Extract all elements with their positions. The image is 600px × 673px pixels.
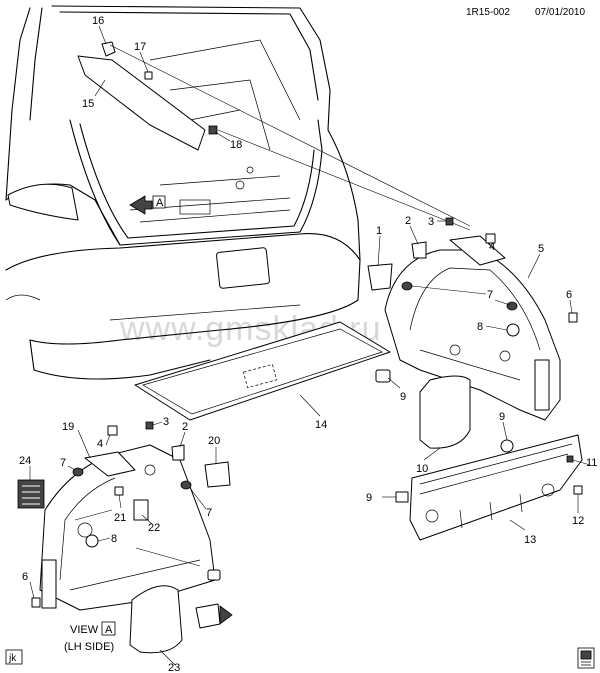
callout-12: 12 — [572, 515, 584, 527]
callout-9: 9 — [400, 391, 406, 403]
diagram-date: 07/01/2010 — [535, 7, 585, 18]
view-a-arrow: A — [129, 195, 166, 215]
part-1-bracket — [367, 263, 393, 291]
callout-22: 22 — [148, 522, 160, 534]
part-7-washer — [401, 281, 413, 291]
part-8-plug-b — [85, 534, 99, 548]
diagram-code: 1R15-002 — [466, 7, 510, 18]
part-15-trim — [77, 55, 206, 151]
callout-7: 7 — [487, 289, 493, 301]
part-7-washer — [506, 301, 518, 311]
callout-5: 5 — [538, 243, 544, 255]
leader-lines — [29, 25, 591, 666]
part-9-clip-d — [207, 569, 221, 581]
callout-1: 1 — [376, 225, 382, 237]
view-label-prefix: VIEW — [70, 624, 99, 636]
part-8-plug — [506, 323, 520, 337]
callout-4b: 4 — [97, 438, 103, 450]
part-23-access-door — [129, 585, 183, 654]
callout-9b: 9 — [499, 411, 505, 423]
right-side-panel — [384, 235, 561, 421]
part-12-clip — [573, 485, 583, 495]
part-4-fastener-b — [107, 425, 118, 436]
part-2-clip — [411, 241, 427, 259]
callout-10: 10 — [416, 463, 428, 475]
part-13-sill-plate — [409, 434, 583, 541]
part-24-vent — [17, 479, 45, 509]
callout-11: 11 — [586, 457, 597, 469]
part-6-screw-b — [31, 597, 41, 608]
callout-17: 17 — [134, 41, 146, 53]
callout-20: 20 — [208, 435, 220, 447]
part-20-bracket — [204, 461, 231, 488]
view-arrow-letter: A — [156, 197, 164, 209]
part-21-clip — [114, 486, 124, 496]
part-3-nut — [445, 217, 454, 226]
callout-2: 2 — [405, 215, 411, 227]
view-label-letter: A — [105, 624, 113, 636]
callout-7b: 7 — [60, 457, 66, 469]
callout-6: 6 — [566, 289, 572, 301]
callout-23: 23 — [168, 662, 180, 673]
callout-21: 21 — [114, 512, 126, 524]
part-18-retainer — [208, 125, 218, 135]
callouts: 16 17 15 18 1 2 3 4 5 6 7 8 9 10 14 9 11… — [19, 15, 597, 673]
callout-15: 15 — [82, 98, 94, 110]
callout-8: 8 — [477, 321, 483, 333]
part-22-clip — [133, 499, 149, 521]
callout-19: 19 — [62, 421, 74, 433]
callout-13: 13 — [524, 534, 536, 546]
callout-7c: 7 — [206, 507, 212, 519]
view-label-side: (LH SIDE) — [64, 641, 114, 653]
part-11-nut — [566, 455, 574, 463]
callout-6b: 6 — [22, 571, 28, 583]
part-16-clip — [101, 41, 116, 57]
callout-16: 16 — [92, 15, 104, 27]
part-6-screw — [568, 312, 578, 323]
callout-14: 14 — [315, 419, 327, 431]
part-4-fastener — [485, 233, 496, 244]
callout-3: 3 — [428, 216, 434, 228]
part-7-washer-c — [180, 480, 192, 490]
callout-3b: 3 — [163, 416, 169, 428]
part-2-clip-b — [171, 444, 185, 461]
corner-tag: jk — [8, 653, 17, 664]
part-7-washer-b — [72, 467, 84, 477]
part-3-nut-b — [145, 421, 154, 430]
callout-4: 4 — [489, 241, 495, 253]
vehicle-rear-body — [5, 5, 361, 380]
part-17-nut — [144, 71, 153, 80]
left-side-panel — [39, 444, 216, 611]
view-label: VIEW A (LH SIDE) — [64, 621, 116, 653]
part-9-clip — [375, 369, 391, 383]
front-direction-arrow — [195, 603, 233, 629]
part-10-access-door — [419, 375, 471, 449]
part-9-clip-b — [500, 439, 514, 453]
callout-2b: 2 — [182, 421, 188, 433]
callout-24: 24 — [19, 455, 31, 467]
part-9-clip-c — [395, 491, 409, 503]
part-14-mat — [134, 321, 391, 421]
book-icon — [577, 647, 595, 669]
callout-9c: 9 — [366, 492, 372, 504]
callout-18: 18 — [230, 139, 242, 151]
callout-8b: 8 — [111, 533, 117, 545]
